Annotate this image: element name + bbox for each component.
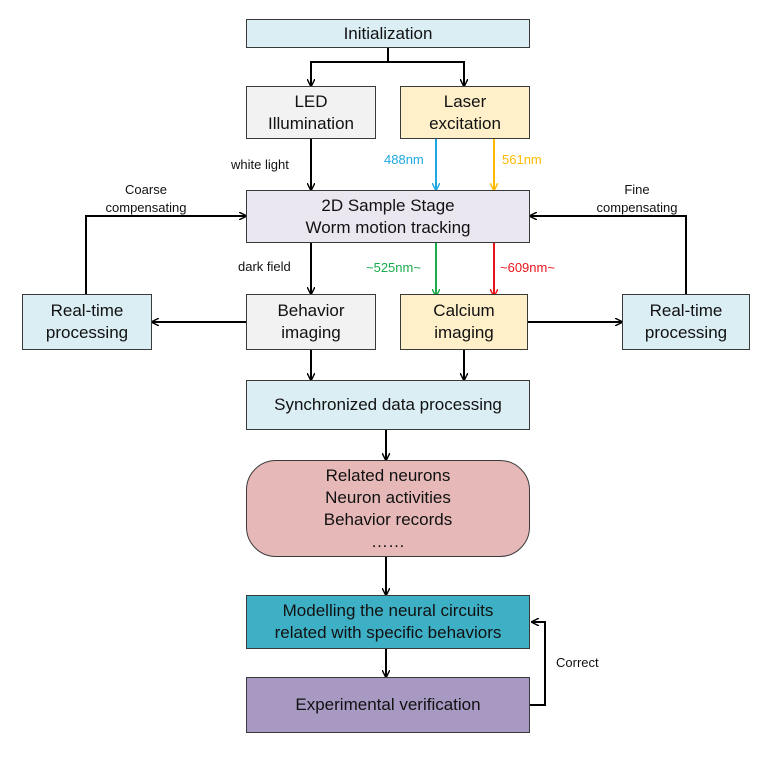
fine-line1: Fine xyxy=(624,182,650,197)
arrow-correct-loop xyxy=(530,622,546,706)
coarse-compensating-label: Coarse compensating xyxy=(86,181,206,217)
laser-excitation-box: Laser excitation xyxy=(400,86,530,139)
fine-line2: compensating xyxy=(596,200,678,215)
verification-box: Experimental verification xyxy=(246,677,530,733)
results-line3: Behavior records xyxy=(323,509,453,529)
calcium-label-line1: Calcium xyxy=(433,301,495,320)
correct-label: Correct xyxy=(556,655,599,670)
results-ellipsis: …… xyxy=(371,531,405,551)
behavior-imaging-box: Behavior imaging xyxy=(246,294,376,350)
561nm-label: 561nm xyxy=(502,152,542,167)
initialization-label: Initialization xyxy=(343,23,433,43)
results-line2: Neuron activities xyxy=(325,487,451,507)
verification-label: Experimental verification xyxy=(295,695,481,714)
laser-label-line2: excitation xyxy=(429,113,501,133)
laser-label-line1: Laser xyxy=(443,91,487,111)
609nm-label: ~609nm~ xyxy=(500,260,555,275)
rt-right-label-line1: Real-time xyxy=(649,301,723,320)
rt-right-label-line2: processing xyxy=(644,323,728,342)
sync-label: Synchronized data processing xyxy=(274,395,502,414)
calcium-imaging-box: Calcium imaging xyxy=(400,294,528,350)
stage-label-line1: 2D Sample Stage xyxy=(321,195,455,215)
arrow-init-to-led xyxy=(311,48,389,86)
results-box: Related neurons Neuron activities Behavi… xyxy=(246,460,530,557)
modelling-line1: Modelling the neural circuits xyxy=(282,601,494,620)
behavior-label-line2: imaging xyxy=(281,323,341,342)
calcium-label-line2: imaging xyxy=(434,323,494,342)
behavior-label-line1: Behavior xyxy=(277,301,345,320)
synchronized-processing-box: Synchronized data processing xyxy=(246,380,530,430)
coarse-line2: compensating xyxy=(105,200,187,215)
coarse-line1: Coarse xyxy=(125,182,167,197)
modelling-line2: related with specific behaviors xyxy=(274,623,502,642)
rt-left-label-line2: processing xyxy=(45,323,129,342)
results-line1: Related neurons xyxy=(325,465,451,485)
initialization-box: Initialization xyxy=(246,19,530,48)
white-light-label: white light xyxy=(231,157,289,172)
arrow-init-to-laser xyxy=(388,61,464,86)
488nm-label: 488nm xyxy=(384,152,424,167)
fine-compensating-label: Fine compensating xyxy=(576,181,698,217)
525nm-label: ~525nm~ xyxy=(366,260,421,275)
led-illumination-box: LED Illumination xyxy=(246,86,376,139)
dark-field-label: dark field xyxy=(238,259,291,274)
stage-label-line2: Worm motion tracking xyxy=(305,217,471,237)
modelling-box: Modelling the neural circuits related wi… xyxy=(246,595,530,649)
realtime-processing-right-box: Real-time processing xyxy=(622,294,750,350)
sample-stage-box: 2D Sample Stage Worm motion tracking xyxy=(246,190,530,243)
led-label-line1: LED xyxy=(294,91,328,111)
rt-left-label-line1: Real-time xyxy=(50,301,124,320)
led-label-line2: Illumination xyxy=(268,113,354,133)
arrow-fine-compensating xyxy=(530,216,687,294)
arrow-coarse-compensating xyxy=(85,216,246,294)
realtime-processing-left-box: Real-time processing xyxy=(22,294,152,350)
